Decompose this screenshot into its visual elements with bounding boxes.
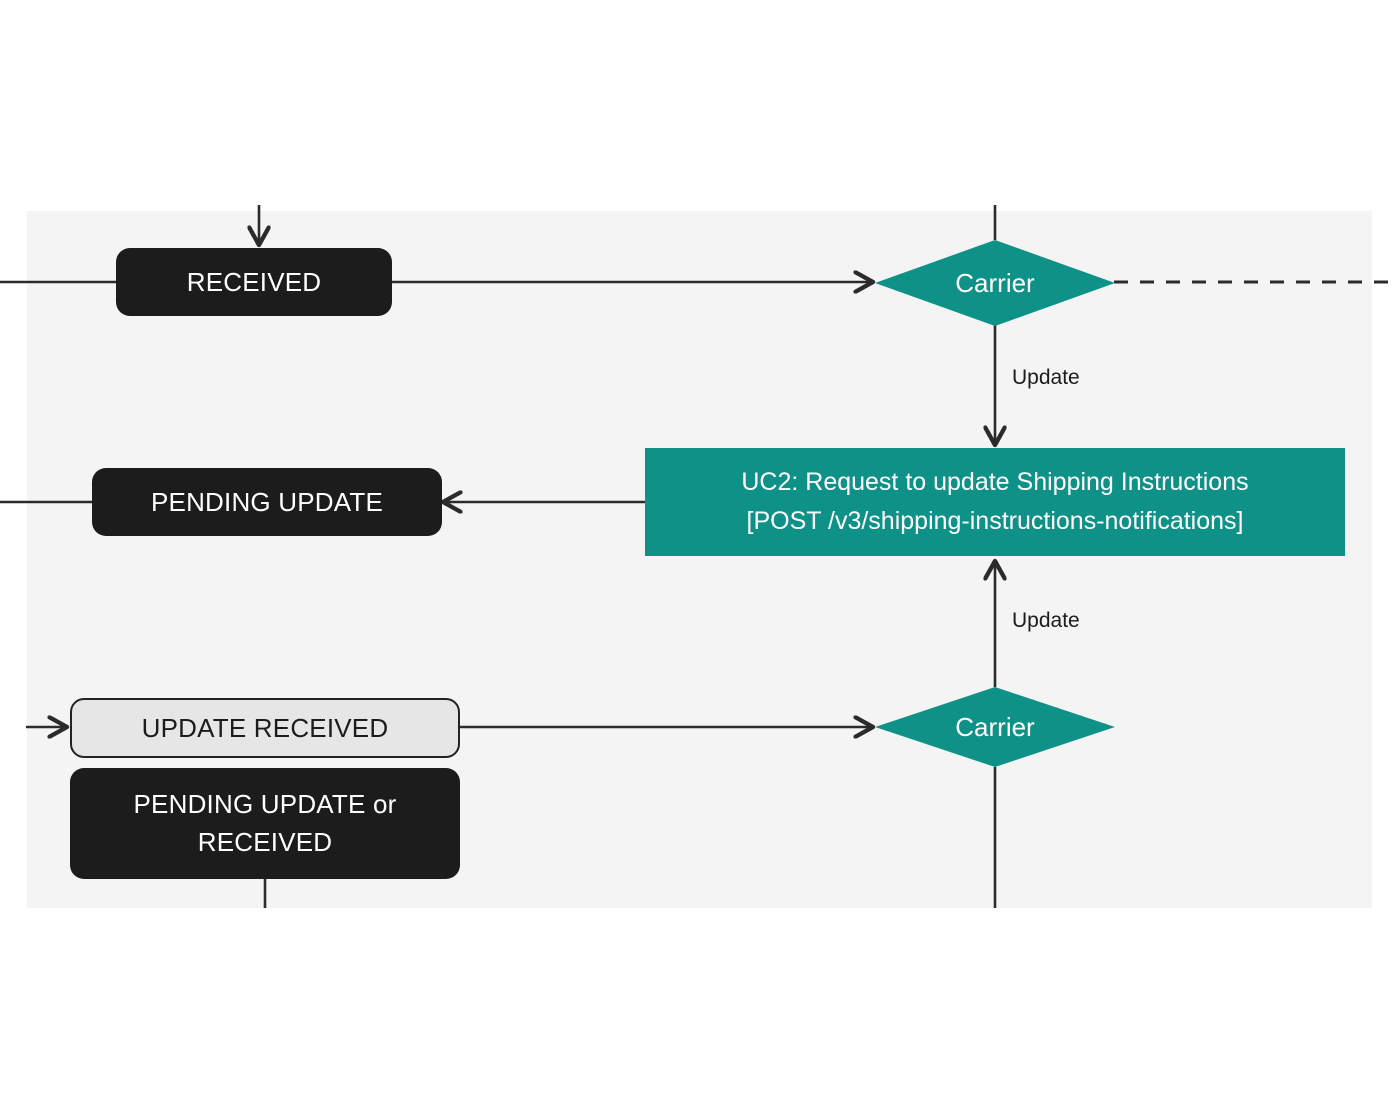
- node-carrier-top-label: Carrier: [955, 267, 1035, 298]
- carrier-top-diamond-shape: [875, 240, 1115, 326]
- node-uc2-line1: UC2: Request to update Shipping Instruct…: [741, 468, 1249, 497]
- node-update-received-label: UPDATE RECEIVED: [141, 712, 389, 743]
- node-pending-update-or-received[interactable]: PENDING UPDATE or RECEIVED: [70, 768, 460, 879]
- node-carrier-bottom[interactable]: Carrier: [875, 687, 1115, 767]
- node-uc2-line2: [POST /v3/shipping-instructions-notifica…: [746, 507, 1244, 535]
- node-carrier-top[interactable]: Carrier: [875, 240, 1115, 326]
- node-update-received[interactable]: UPDATE RECEIVED: [70, 698, 460, 758]
- node-pending-update[interactable]: PENDING UPDATE: [92, 468, 442, 536]
- carrier-bottom-diamond-shape: [875, 687, 1115, 767]
- node-uc2-request-update[interactable]: UC2: Request to update Shipping Instruct…: [645, 448, 1345, 556]
- edge-label-update-bottom: Update: [1012, 609, 1080, 632]
- node-pending-update-label: PENDING UPDATE: [150, 486, 383, 517]
- edge-label-update-top: Update: [1012, 366, 1080, 389]
- node-pending-update-or-received-line1: PENDING UPDATE or: [133, 788, 397, 819]
- node-received[interactable]: RECEIVED: [116, 248, 392, 316]
- node-carrier-bottom-label: Carrier: [955, 711, 1035, 742]
- node-pending-update-or-received-line2: RECEIVED: [197, 826, 333, 857]
- node-received-label: RECEIVED: [186, 266, 322, 297]
